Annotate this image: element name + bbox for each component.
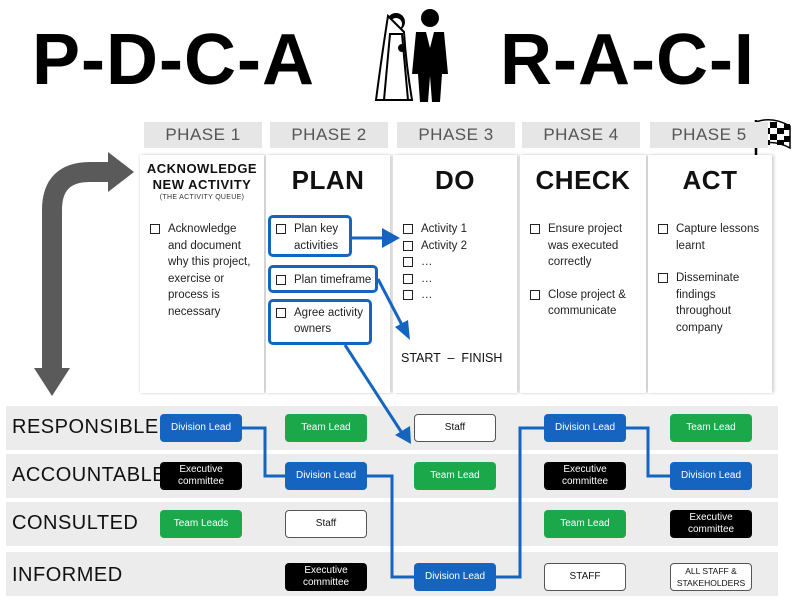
raci-pill: Executive committee xyxy=(544,462,626,490)
bride-groom-icon xyxy=(374,9,448,102)
raci-pill: Executive committee xyxy=(285,563,367,591)
checkbox-icon xyxy=(276,307,286,318)
raci-pill: Executive committee xyxy=(160,462,242,490)
raci-pill: Executive committee xyxy=(670,510,752,538)
start-finish-label: START – FINISH xyxy=(401,351,503,365)
column-heading: NEW ACTIVITY xyxy=(152,177,252,192)
raci-label: ACCOUNTABLE xyxy=(12,464,167,486)
checkbox-icon xyxy=(403,273,413,284)
raci-pill: ALL STAFF & STAKEHOLDERS xyxy=(670,563,752,591)
column-acknowledge: ACKNOWLEDGE NEW ACTIVITY (THE ACTIVITY Q… xyxy=(140,155,264,393)
raci-pill: Staff xyxy=(414,414,496,442)
raci-pill: Division Lead xyxy=(160,414,242,442)
column-heading: PLAN xyxy=(291,165,365,195)
highlight-agree-owners xyxy=(268,299,372,345)
raci-pill: Team Lead xyxy=(414,462,496,490)
raci-pill: Team Lead xyxy=(285,414,367,442)
list-item: Acknowledge and document why this projec… xyxy=(148,221,258,320)
phase-tab-3: PHASE 3 xyxy=(397,122,515,148)
phase-tab-1: PHASE 1 xyxy=(144,122,262,148)
list-item: Close project & communicate xyxy=(528,287,640,320)
checkbox-icon xyxy=(403,290,413,300)
raci-pill: Team Lead xyxy=(544,510,626,538)
column-act: ACT Capture lessons learnt Disseminate f… xyxy=(648,155,772,393)
checkbox-icon xyxy=(276,224,286,234)
column-do: DO Activity 1 Activity 2 … … … START – F… xyxy=(393,155,517,393)
curved-arrow-icon xyxy=(34,152,134,396)
highlight-plan-key-activities xyxy=(268,215,352,257)
phase-tab-4: PHASE 4 xyxy=(522,122,640,148)
list-item: Plan timeframe xyxy=(274,272,384,289)
raci-label: CONSULTED xyxy=(12,512,139,534)
checkbox-icon xyxy=(403,257,413,267)
list-item: Capture lessons learnt xyxy=(656,221,766,254)
raci-pill: Division Lead xyxy=(414,563,496,591)
checkbox-icon xyxy=(403,240,413,251)
list-item: Activity 1 xyxy=(401,221,511,238)
list-item: Activity 2 xyxy=(401,238,511,255)
raci-pill: Team Leads xyxy=(160,510,242,538)
title-pdca: P-D-C-A xyxy=(32,20,315,100)
raci-pill: Staff xyxy=(285,510,367,538)
checkbox-icon xyxy=(530,289,540,300)
title-raci: R-A-C-I xyxy=(500,20,755,100)
raci-pill: STAFF xyxy=(544,563,626,591)
column-heading: ACKNOWLEDGE xyxy=(146,161,258,176)
list-item: … xyxy=(401,254,511,271)
list-item: … xyxy=(401,271,511,288)
checkbox-icon xyxy=(530,224,540,234)
column-heading: DO xyxy=(435,165,475,195)
phase-tab-2: PHASE 2 xyxy=(270,122,388,148)
phase-tab-5: PHASE 5 xyxy=(650,122,768,148)
list-item: Disseminate findings throughout company xyxy=(656,270,766,336)
column-plan: PLAN Plan key activities Plan timeframe … xyxy=(266,155,390,393)
raci-label: RESPONSIBLE xyxy=(12,416,159,438)
column-heading: ACT xyxy=(682,165,738,195)
list-item: Plan key activities xyxy=(274,221,384,254)
raci-label: INFORMED xyxy=(12,564,123,586)
column-heading: CHECK xyxy=(535,165,631,195)
list-item: Agree activity owners xyxy=(274,305,384,338)
list-item: … xyxy=(401,287,511,304)
checkbox-icon xyxy=(658,273,668,283)
highlight-plan-timeframe xyxy=(268,265,378,293)
checkbox-icon xyxy=(403,224,413,234)
column-check: CHECK Ensure project was executed correc… xyxy=(520,155,646,393)
checkbox-icon xyxy=(150,224,160,234)
raci-pill: Division Lead xyxy=(544,414,626,442)
column-subheading: (THE ACTIVITY QUEUE) xyxy=(159,194,245,201)
raci-pill: Division Lead xyxy=(670,462,752,490)
raci-pill: Team Lead xyxy=(670,414,752,442)
list-item: Ensure project was executed correctly xyxy=(528,221,640,271)
checkbox-icon xyxy=(658,224,668,234)
checkbox-icon xyxy=(276,275,286,285)
raci-pill: Division Lead xyxy=(285,462,367,490)
